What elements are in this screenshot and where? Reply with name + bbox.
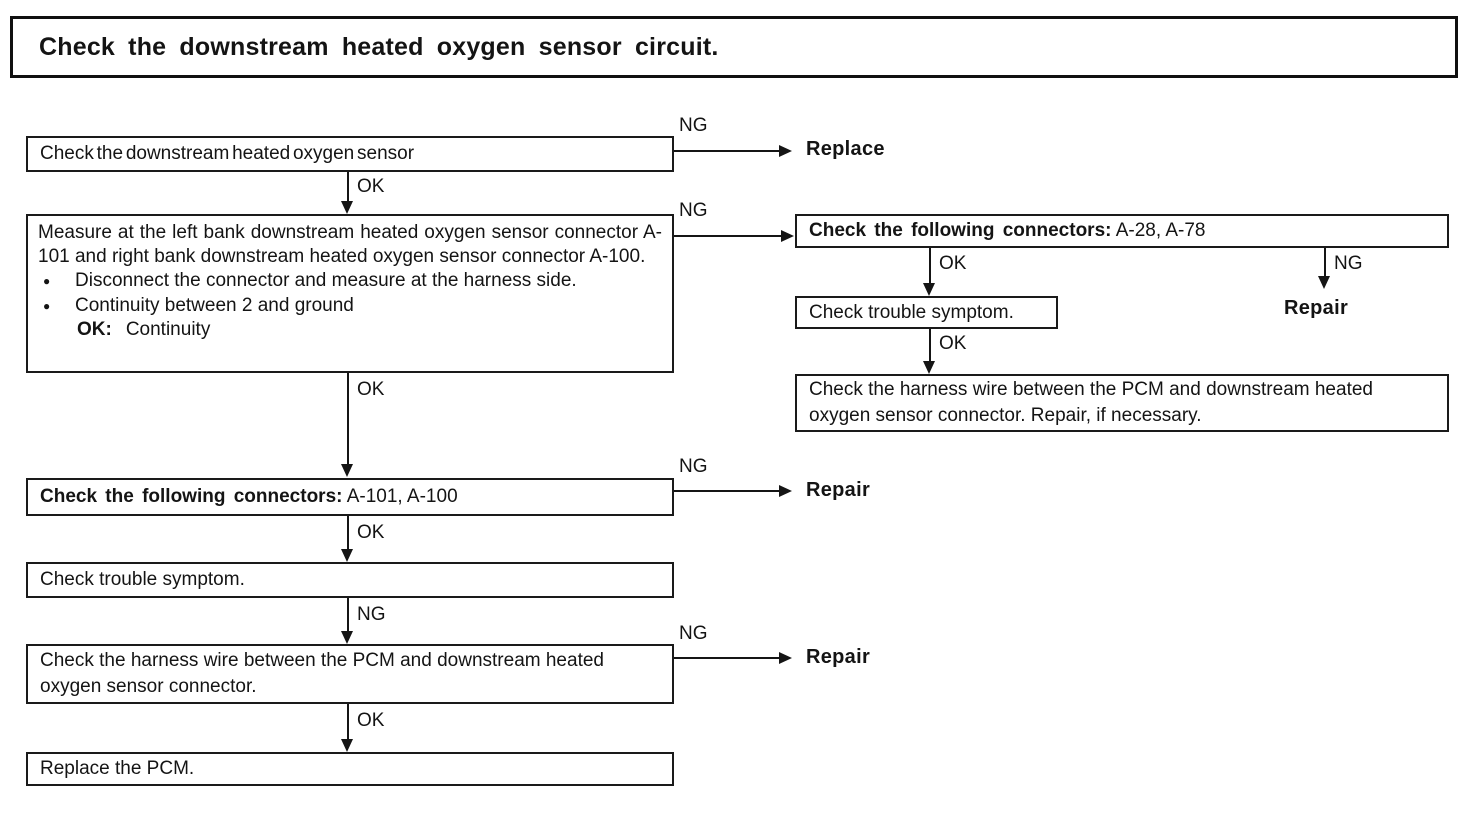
terminal-replace: Replace bbox=[806, 138, 885, 160]
edge-label-ok: OK bbox=[939, 253, 967, 274]
edge-ok-2-line bbox=[347, 373, 349, 465]
arrowhead-down-icon bbox=[341, 201, 353, 214]
edge-ok-right-2-line bbox=[929, 329, 931, 362]
edge-label-ok: OK bbox=[939, 333, 967, 354]
node-measure: Measure at the left bank downstream heat… bbox=[26, 214, 674, 373]
arrowhead-right-icon bbox=[781, 230, 794, 242]
page-title: Check the downstream heated oxygen senso… bbox=[39, 32, 719, 61]
edge-label-ng: NG bbox=[357, 604, 386, 625]
edge-ng-to-connectors-line bbox=[674, 235, 782, 237]
node-harness-left-text: Check the harness wire between the PCM a… bbox=[40, 650, 604, 697]
terminal-repair: Repair bbox=[806, 646, 871, 668]
bullet-icon: ● bbox=[43, 274, 51, 288]
edge-label-ng: NG bbox=[679, 623, 708, 644]
edge-label-ok: OK bbox=[357, 379, 385, 400]
node-connectors-right: Check the following connectors: A-28, A-… bbox=[795, 214, 1449, 248]
edge-label-ng: NG bbox=[679, 200, 708, 221]
arrowhead-down-icon bbox=[341, 549, 353, 562]
node-connectors-right-head: Check the following connectors: bbox=[809, 220, 1112, 241]
ok-spec-value: Continuity bbox=[125, 319, 211, 340]
arrowhead-right-icon bbox=[779, 145, 792, 157]
node-replace-pcm-text: Replace the PCM. bbox=[40, 758, 195, 779]
node-connectors-left: Check the following connectors: A-101, A… bbox=[26, 478, 674, 516]
node-measure-ok-spec: OK: Continuity bbox=[28, 318, 672, 342]
arrowhead-down-icon bbox=[923, 361, 935, 374]
edge-ng-repair-1-line bbox=[674, 490, 780, 492]
arrowhead-down-icon bbox=[923, 283, 935, 296]
node-measure-paragraph: Measure at the left bank downstream heat… bbox=[38, 222, 662, 267]
node-harness-right: Check the harness wire between the PCM a… bbox=[795, 374, 1449, 432]
node-trouble-right-text: Check trouble symptom. bbox=[809, 301, 1014, 323]
arrowhead-down-icon bbox=[341, 464, 353, 477]
edge-label-ng: NG bbox=[1334, 253, 1363, 274]
arrowhead-right-icon bbox=[779, 652, 792, 664]
node-measure-bullet-2: ● Continuity between 2 and ground bbox=[28, 294, 672, 318]
node-trouble-left-text: Check trouble symptom. bbox=[40, 569, 245, 590]
node-trouble-right: Check trouble symptom. bbox=[795, 296, 1058, 329]
edge-ok-3-line bbox=[347, 516, 349, 550]
node-measure-bullet-2-text: Continuity between 2 and ground bbox=[75, 295, 354, 316]
node-trouble-left: Check trouble symptom. bbox=[26, 562, 674, 598]
edge-ok-5-line bbox=[347, 704, 349, 740]
edge-ng-right-line bbox=[1324, 248, 1326, 277]
ok-spec-key: OK: bbox=[77, 319, 112, 340]
node-connectors-left-ids: A-101, A-100 bbox=[346, 486, 458, 507]
edge-ng-4-line bbox=[347, 598, 349, 632]
title-box: Check the downstream heated oxygen senso… bbox=[10, 16, 1458, 78]
arrowhead-down-icon bbox=[1318, 276, 1330, 289]
node-connectors-right-ids: A-28, A-78 bbox=[1115, 220, 1206, 241]
edge-ng-replace-line bbox=[674, 150, 780, 152]
node-measure-bullet-1-text: Disconnect the connector and measure at … bbox=[75, 270, 577, 291]
edge-label-ok: OK bbox=[357, 176, 385, 197]
bullet-icon: ● bbox=[43, 299, 51, 313]
arrowhead-down-icon bbox=[341, 631, 353, 644]
node-harness-right-text: Check the harness wire between the PCM a… bbox=[809, 379, 1373, 426]
edge-ng-repair-2-line bbox=[674, 657, 780, 659]
edge-label-ng: NG bbox=[679, 115, 708, 136]
node-check-sensor: Check the downstream heated oxygen senso… bbox=[26, 136, 674, 172]
arrowhead-down-icon bbox=[341, 739, 353, 752]
node-check-sensor-text: Check the downstream heated oxygen senso… bbox=[40, 143, 415, 164]
edge-label-ok: OK bbox=[357, 522, 385, 543]
edge-ok-right-1-line bbox=[929, 248, 931, 284]
arrowhead-right-icon bbox=[779, 485, 792, 497]
edge-label-ok: OK bbox=[357, 710, 385, 731]
terminal-repair: Repair bbox=[806, 479, 871, 501]
node-replace-pcm: Replace the PCM. bbox=[26, 752, 674, 786]
node-connectors-left-head: Check the following connectors: bbox=[40, 486, 343, 507]
node-harness-left: Check the harness wire between the PCM a… bbox=[26, 644, 674, 704]
terminal-repair: Repair bbox=[1284, 297, 1349, 319]
node-measure-bullet-1: ● Disconnect the connector and measure a… bbox=[28, 269, 672, 293]
edge-ok-1-line bbox=[347, 172, 349, 202]
edge-label-ng: NG bbox=[679, 456, 708, 477]
